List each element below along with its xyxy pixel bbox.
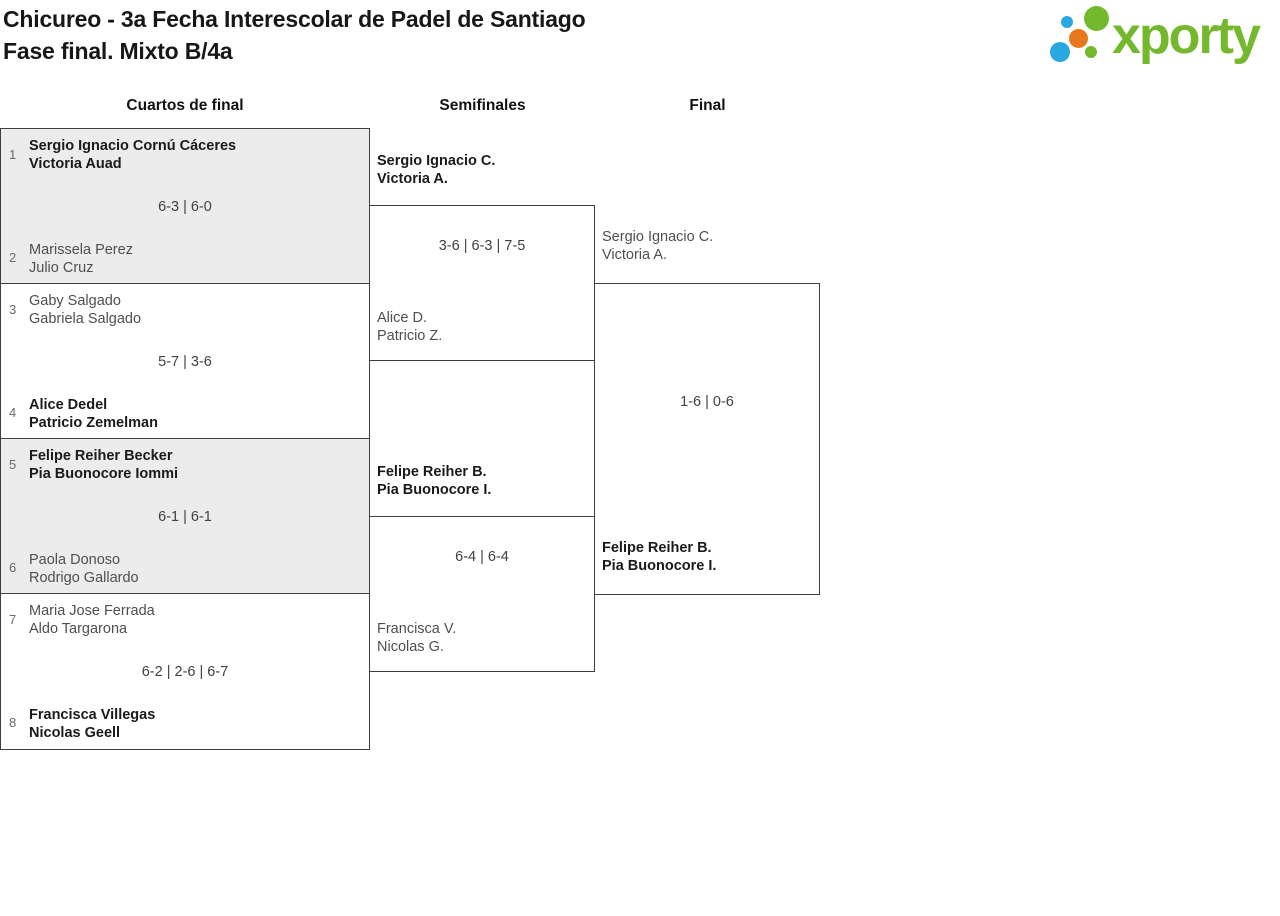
player-name: Patricio Zemelman	[29, 415, 158, 431]
round-header-semifinales: Semifinales	[439, 97, 526, 114]
player-name: Sergio Ignacio C.	[377, 153, 496, 169]
player-name: Paola Donoso	[29, 552, 121, 568]
seed-number: 6	[9, 560, 17, 575]
player-name: Victoria A.	[377, 171, 448, 187]
player-name: Francisca V.	[377, 621, 457, 637]
player-name: Gabriela Salgado	[29, 311, 142, 327]
team-entry: Felipe Reiher Becker Pia Buonocore Iommi	[29, 447, 178, 483]
player-name: Nicolas Geell	[29, 725, 121, 741]
seed-number: 7	[9, 612, 17, 627]
player-name: Pia Buonocore I.	[602, 558, 717, 574]
quarterfinal-match-1[interactable]: 1 Sergio Ignacio Cornú Cáceres Victoria …	[1, 129, 369, 284]
player-name: Felipe Reiher B.	[602, 540, 712, 556]
player-name: Alice Dedel	[29, 397, 108, 413]
team-entry: Francisca Villegas Nicolas Geell	[29, 706, 155, 742]
match-score: 6-2 | 2-6 | 6-7	[141, 664, 229, 680]
page-title: Chicureo - 3a Fecha Interescolar de Pade…	[3, 3, 586, 67]
quarterfinals-column: 1 Sergio Ignacio Cornú Cáceres Victoria …	[0, 128, 370, 750]
round-header-cuartos: Cuartos de final	[126, 97, 244, 114]
xporty-logo[interactable]: xporty	[1048, 0, 1280, 78]
player-name: Pia Buonocore Iommi	[29, 466, 179, 482]
match-score: 6-4 | 6-4	[455, 549, 509, 565]
player-name: Gaby Salgado	[29, 293, 121, 309]
logo-wordmark: xporty	[1112, 7, 1261, 65]
logo-dot-blue-small	[1061, 16, 1073, 28]
player-name: Francisca Villegas	[29, 707, 156, 723]
player-name: Maria Jose Ferrada	[29, 603, 155, 619]
team-entry: Alice Dedel Patricio Zemelman	[29, 396, 158, 432]
match-score: 5-7 | 3-6	[158, 354, 212, 370]
player-name: Alice D.	[377, 310, 427, 326]
team-entry: Sergio Ignacio C. Victoria A.	[602, 228, 713, 264]
quarterfinal-match-3[interactable]: 5 Felipe Reiher Becker Pia Buonocore Iom…	[1, 439, 369, 594]
quarterfinal-match-4[interactable]: 7 Maria Jose Ferrada Aldo Targarona 6-2 …	[1, 594, 369, 749]
team-entry: Marissela Perez Julio Cruz	[29, 241, 133, 277]
player-name: Sergio Ignacio C.	[602, 229, 714, 245]
player-name: Rodrigo Gallardo	[29, 570, 139, 586]
player-name: Victoria Auad	[29, 156, 122, 172]
player-name: Felipe Reiher B.	[377, 464, 487, 480]
logo-dot-orange	[1069, 29, 1088, 48]
team-entry: Sergio Ignacio C. Victoria A.	[377, 152, 495, 188]
player-name: Julio Cruz	[29, 260, 94, 276]
logo-dot-blue-large	[1050, 42, 1070, 62]
logo-dot-green-large	[1084, 6, 1109, 31]
semifinal-match-1[interactable]: Sergio Ignacio C. Victoria A. 3-6 | 6-3 …	[369, 153, 595, 361]
seed-number: 3	[9, 302, 17, 317]
team-entry: Gaby Salgado Gabriela Salgado	[29, 292, 141, 328]
player-name: Marissela Perez	[29, 242, 133, 258]
match-score: 3-6 | 6-3 | 7-5	[438, 238, 526, 254]
round-header-final: Final	[689, 97, 726, 114]
quarterfinal-match-2[interactable]: 3 Gaby Salgado Gabriela Salgado 5-7 | 3-…	[1, 284, 369, 439]
team-entry: Alice D. Patricio Z.	[377, 309, 442, 345]
team-entry: Francisca V. Nicolas G.	[377, 620, 456, 656]
page-title-line1: Chicureo - 3a Fecha Interescolar de Pade…	[3, 6, 586, 32]
logo-dot-green-small	[1085, 46, 1097, 58]
team-entry: Sergio Ignacio Cornú Cáceres Victoria Au…	[29, 137, 236, 173]
player-name: Felipe Reiher Becker	[29, 448, 173, 464]
player-name: Nicolas G.	[377, 639, 444, 655]
seed-number: 2	[9, 250, 17, 265]
seed-number: 8	[9, 715, 17, 730]
match-score: 6-3 | 6-0	[158, 199, 212, 215]
match-score: 6-1 | 6-1	[158, 509, 212, 525]
team-entry: Maria Jose Ferrada Aldo Targarona	[29, 602, 155, 638]
team-entry: Paola Donoso Rodrigo Gallardo	[29, 551, 139, 587]
player-name: Patricio Z.	[377, 328, 443, 344]
match-score: 1-6 | 0-6	[680, 394, 734, 410]
semifinal-match-2[interactable]: Felipe Reiher B. Pia Buonocore I. 6-4 | …	[369, 464, 595, 672]
player-name: Pia Buonocore I.	[377, 482, 492, 498]
seed-number: 1	[9, 147, 17, 162]
seed-number: 4	[9, 405, 17, 420]
team-entry: Felipe Reiher B. Pia Buonocore I.	[602, 539, 716, 575]
player-name: Sergio Ignacio Cornú Cáceres	[29, 138, 237, 154]
player-name: Victoria A.	[602, 247, 668, 263]
seed-number: 5	[9, 457, 17, 472]
player-name: Aldo Targarona	[29, 621, 128, 637]
final-match[interactable]: Sergio Ignacio C. Victoria A. 1-6 | 0-6 …	[594, 229, 820, 595]
page-title-line2: Fase final. Mixto B/4a	[3, 38, 233, 64]
team-entry: Felipe Reiher B. Pia Buonocore I.	[377, 463, 491, 499]
